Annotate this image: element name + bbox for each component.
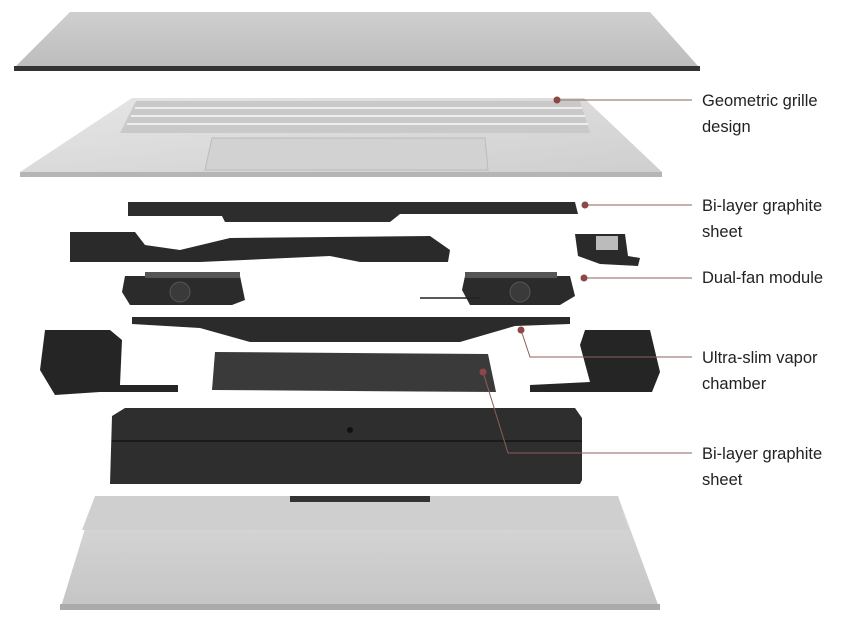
callout-leaders xyxy=(482,99,692,454)
leader-graphite-bottom xyxy=(482,371,692,454)
callout-label-graphite-bottom: Bi-layer graphite sheet xyxy=(702,445,823,489)
callout-label-vapor: Ultra-slim vapor chamber xyxy=(702,349,818,393)
motherboard xyxy=(70,232,640,266)
callout-dot-graphite-top xyxy=(581,201,589,209)
callout-dot-graphite-bottom xyxy=(479,368,487,376)
battery xyxy=(110,408,582,484)
callout-label-fan: Dual-fan module xyxy=(702,269,824,287)
dual-fan-module xyxy=(122,272,575,305)
callout-dot-grille xyxy=(553,96,561,104)
lid xyxy=(14,12,700,71)
keyboard-deck xyxy=(20,98,662,177)
bottom-case xyxy=(60,496,660,610)
graphite-sheet-bottom xyxy=(212,352,496,392)
callout-label-grille: Geometric grille design xyxy=(702,92,818,136)
callout-label-graphite-top: Bi-layer graphite sheet xyxy=(702,197,823,241)
graphite-sheet-top xyxy=(128,202,578,222)
vapor-chamber xyxy=(132,317,570,342)
callout-dot-fan xyxy=(580,274,588,282)
callout-dot-vapor xyxy=(517,326,525,334)
speaker-right xyxy=(530,330,660,392)
speaker-left xyxy=(40,330,178,395)
leader-vapor xyxy=(520,329,692,358)
